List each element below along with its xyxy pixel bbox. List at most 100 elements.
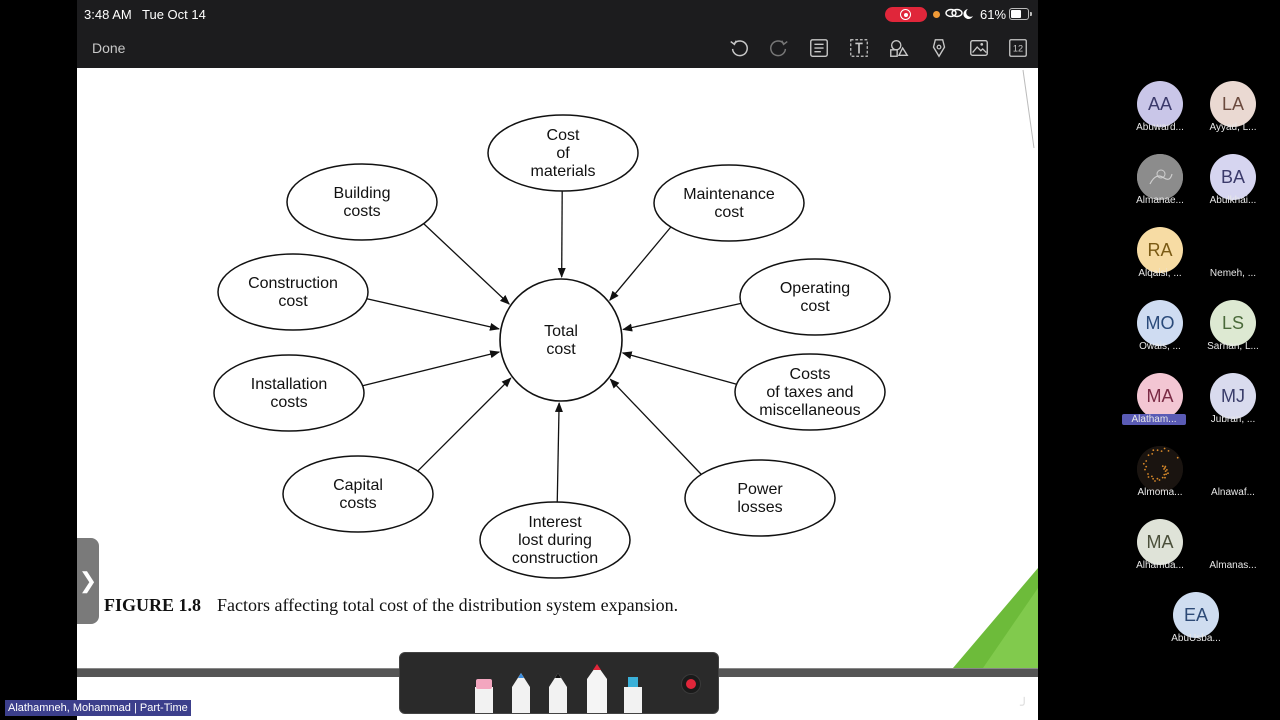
avatar (1210, 227, 1256, 273)
arrow-construction-cost (366, 298, 500, 331)
screen-recording-indicator[interactable] (885, 7, 927, 22)
svg-text:12: 12 (1013, 44, 1023, 54)
avatar: LA (1210, 81, 1256, 127)
avatar: LS (1210, 300, 1256, 346)
participant-tile[interactable]: Almoma... (1124, 438, 1196, 504)
pen-tray (399, 652, 719, 714)
pages-icon[interactable]: 12 (1006, 36, 1030, 60)
avatar: MA (1137, 519, 1183, 565)
arrow-operating-cost (622, 302, 742, 332)
record-button[interactable] (682, 675, 700, 693)
shapes-icon[interactable] (887, 36, 911, 60)
figure-label: FIGURE 1.8 (104, 595, 202, 615)
participant-name: Owais, ... (1139, 341, 1181, 352)
avatar: AA (1137, 81, 1183, 127)
arrow-costs-of-taxes (621, 351, 737, 385)
arrow-installation-costs (362, 350, 501, 387)
participant-name: Abuward... (1136, 122, 1184, 133)
highlighter-tool[interactable] (623, 677, 643, 713)
avatar: RA (1137, 227, 1183, 273)
expand-sidebar-tab[interactable]: ❯ (77, 538, 99, 624)
participant-name: Alatham... (1122, 414, 1186, 425)
avatar: BA (1210, 154, 1256, 200)
avatar: MJ (1210, 373, 1256, 419)
arrow-power-losses (609, 378, 702, 475)
participant-name: Alqaisi, ... (1138, 268, 1182, 279)
avatar-photo (1137, 154, 1183, 200)
avatar: MO (1137, 300, 1183, 346)
pen-tool-black[interactable] (548, 673, 568, 713)
participant-name: Sarhan, L... (1207, 341, 1259, 352)
arrow-interest-lost (554, 401, 563, 503)
arrow-capital-costs (417, 377, 512, 472)
undo-icon[interactable] (727, 36, 751, 60)
avatar: EA (1173, 592, 1219, 638)
arrow-building-costs (423, 223, 510, 305)
text-box-icon[interactable] (847, 36, 871, 60)
participant-name: Alhamda... (1136, 560, 1184, 571)
image-icon[interactable] (967, 36, 991, 60)
text-format-icon[interactable] (807, 36, 831, 60)
page-edge-line (1022, 69, 1035, 149)
avatar (1137, 154, 1183, 200)
done-button[interactable]: Done (92, 40, 126, 56)
eraser-tool[interactable] (474, 679, 494, 713)
pen-tool-blue[interactable] (511, 673, 531, 713)
participant-name: Abulkhai... (1209, 195, 1257, 206)
participant-tile[interactable]: Nemeh, ... (1197, 219, 1269, 285)
participant-tile[interactable]: Almanas... (1197, 511, 1269, 577)
figure-caption-text: Factors affecting total cost of the dist… (217, 595, 679, 615)
battery-icon (1009, 8, 1032, 20)
marker-tool-red[interactable] (586, 663, 608, 713)
ipad-screen: 3:48 AM Tue Oct 14 61% Done (77, 0, 1038, 720)
redo-icon[interactable] (767, 36, 791, 60)
participant-name: Alnawaf... (1211, 487, 1255, 498)
participant-name: AbuUsba... (1171, 633, 1221, 644)
markup-toolbar: Done 12 (77, 28, 1038, 68)
avatar (1210, 519, 1256, 565)
self-view-name: Alathamneh, Mohammad | Part-Time (5, 700, 191, 716)
participant-tile[interactable]: Almanae... (1124, 146, 1196, 212)
mic-in-use-dot (933, 11, 940, 18)
battery-percent: 61% (980, 7, 1007, 22)
avatar (1210, 446, 1256, 492)
participant-tile[interactable]: Alnawaf... (1197, 438, 1269, 504)
avatar: MA (1137, 373, 1183, 419)
moon-icon (963, 9, 973, 19)
participant-name: Nemeh, ... (1209, 268, 1257, 279)
pen-tool-icon[interactable] (927, 36, 951, 60)
figure-caption: FIGURE 1.8 Factors affecting total cost o… (104, 595, 678, 616)
link-icon (945, 8, 973, 19)
participant-name: Almanas... (1209, 560, 1257, 571)
